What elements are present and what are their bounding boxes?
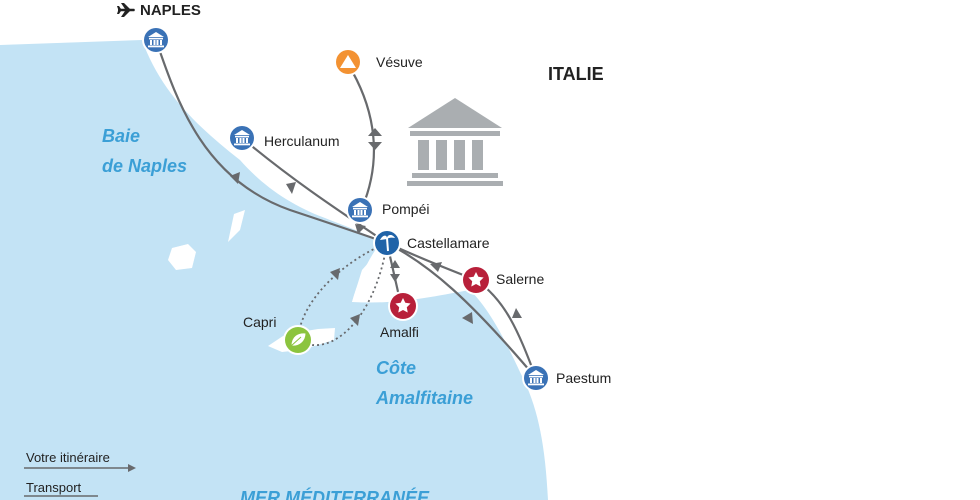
place-label-pompei: Pompéi: [382, 201, 429, 217]
marker-capri[interactable]: [283, 325, 313, 355]
marker-pompei[interactable]: [346, 196, 374, 224]
airport-label: NAPLES: [140, 2, 201, 19]
ferry-route-capri-outbound: [297, 242, 388, 341]
volcano-icon: [340, 55, 356, 68]
route-arrow: [355, 224, 366, 234]
route-arrow: [512, 308, 522, 318]
route-arrow: [350, 314, 360, 326]
route-arrow: [368, 128, 382, 136]
route-arrow: [330, 268, 340, 280]
place-label-capri: Capri: [243, 314, 276, 330]
legend-arrow: [128, 464, 136, 472]
marker-paestum[interactable]: [522, 364, 550, 392]
island-procida: [228, 210, 245, 242]
marker-naples[interactable]: [142, 26, 170, 54]
country-label: ITALIE: [548, 64, 604, 84]
place-label-vesuve: Vésuve: [376, 54, 423, 70]
route-herculanum-castellamare: [241, 137, 388, 244]
place-label-paestum: Paestum: [556, 370, 611, 386]
ferry-route-capri-return: [297, 242, 388, 346]
marker-salerne[interactable]: [461, 265, 491, 295]
route-arrow: [368, 142, 382, 150]
sea-label-coast-line2: Amalfitaine: [375, 388, 473, 408]
place-label-castellamare: Castellamare: [407, 235, 490, 251]
sea-label-mediterranee: MER MÉDITERRANÉE: [240, 487, 430, 500]
sorrento-peninsula: [352, 252, 395, 302]
legend-transport-label: Transport: [26, 480, 82, 495]
route-arrow: [390, 274, 400, 282]
sea-label-coast-line1: Côte: [376, 358, 416, 378]
plane-icon: [117, 3, 135, 17]
island-ischia: [168, 244, 196, 270]
route-arrow: [390, 260, 400, 268]
leaf-icon: [290, 332, 307, 347]
legend-itinerary-label: Votre itinéraire: [26, 450, 110, 465]
palm-icon: [380, 234, 395, 252]
marker-castellamare[interactable]: [373, 229, 401, 257]
route-arrow: [230, 172, 240, 184]
marker-amalfi[interactable]: [388, 291, 418, 321]
marker-vesuve[interactable]: [334, 48, 362, 76]
place-label-herculanum: Herculanum: [264, 133, 339, 149]
marker-herculanum[interactable]: [228, 124, 256, 152]
sea-area: [0, 40, 548, 500]
sea-label-bay-line1: Baie: [102, 126, 140, 146]
route-arrow: [430, 262, 442, 272]
route-arrow: [462, 312, 473, 324]
sea-label-bay-line2: de Naples: [102, 156, 187, 176]
place-label-amalfi: Amalfi: [380, 324, 419, 340]
place-label-salerne: Salerne: [496, 271, 544, 287]
route-arrow: [286, 182, 296, 194]
monument-icon: [407, 98, 503, 186]
route-castellamare-paestum: [386, 242, 537, 379]
